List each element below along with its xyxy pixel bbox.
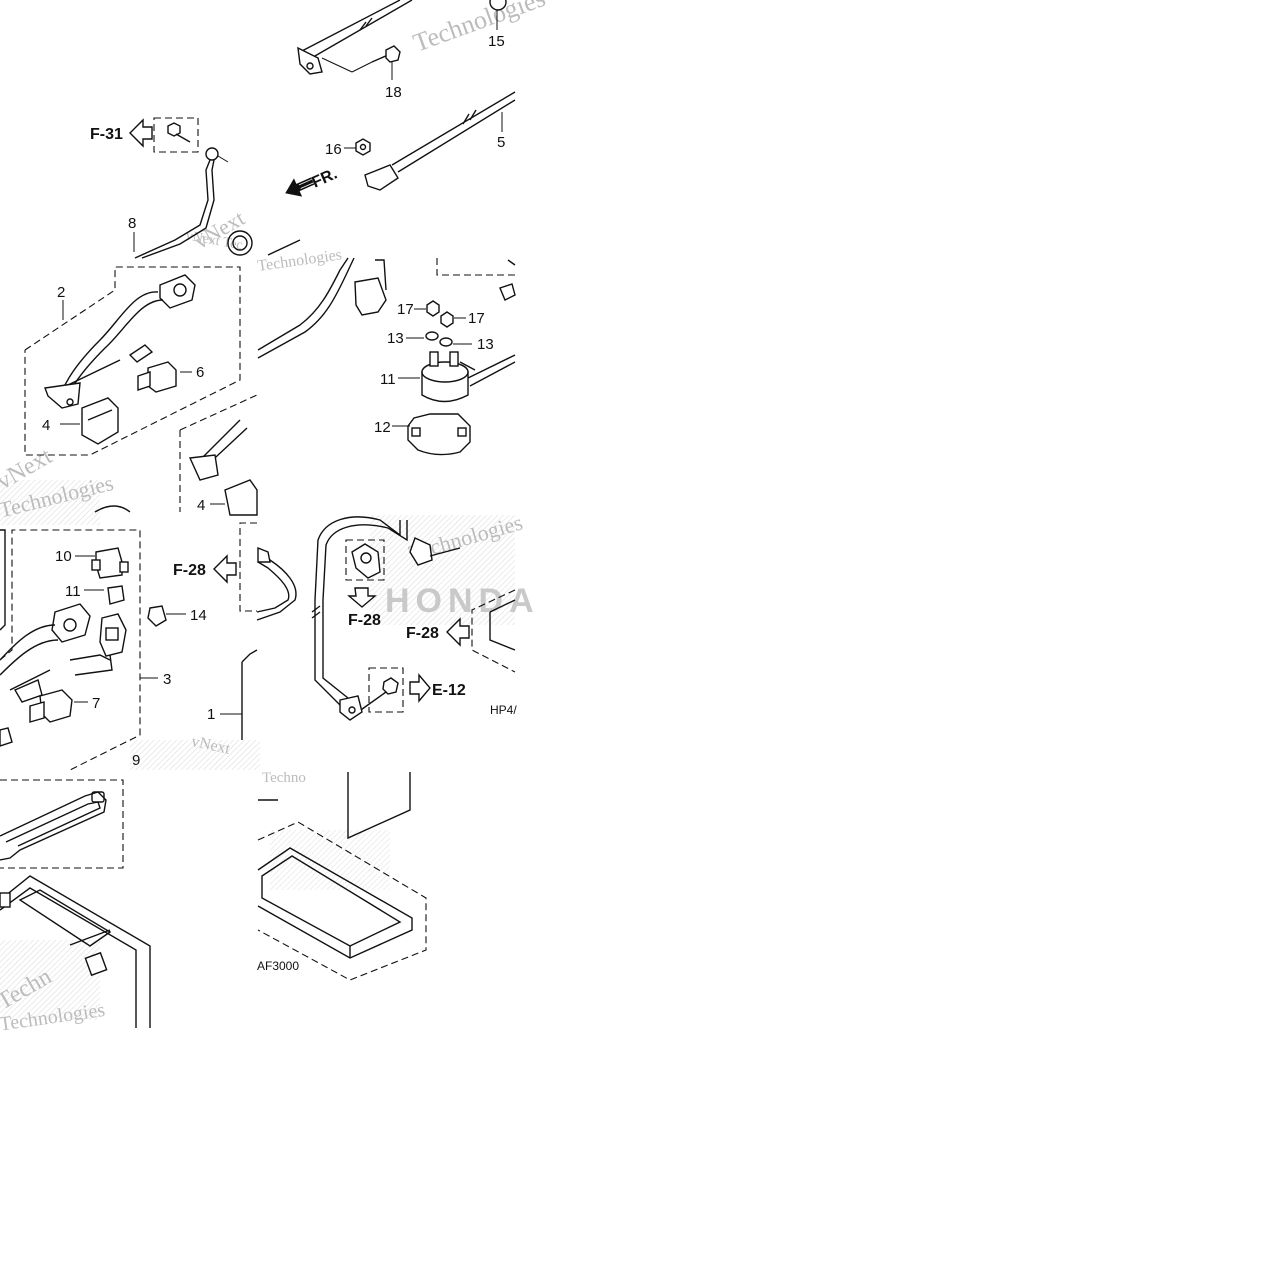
- ref-arrow-left-icon: [446, 617, 470, 647]
- tile-top-middle: 15 18 5 16 FR.: [267, 0, 516, 256]
- callout-label: 6: [196, 364, 204, 381]
- callout-label: 1: [207, 706, 215, 723]
- callout-label: 5: [497, 134, 505, 151]
- bolt-icon: [167, 122, 191, 143]
- watermark-text: Technologies: [256, 246, 343, 275]
- connector-icon: [51, 603, 91, 643]
- terminal-cover-icon: [137, 361, 177, 393]
- callout-label: 14: [190, 607, 207, 624]
- ref-arrow-right-icon: [409, 673, 431, 703]
- tile-center: 17 17 13 13 11 12: [257, 257, 516, 456]
- relay-cover-icon: [407, 413, 471, 456]
- watermark-text: Techno: [262, 770, 306, 786]
- callout-label: 4: [197, 497, 205, 514]
- bolt-icon: [357, 677, 399, 713]
- callout-label: 10: [55, 548, 72, 565]
- callout-label: 16: [325, 141, 342, 158]
- callout-label: 17: [397, 301, 414, 318]
- callout-label: 15: [488, 33, 505, 50]
- starter-relay-icon: [421, 351, 476, 403]
- terminal-cover-icon: [81, 397, 119, 445]
- tile-left-bottom: 10 11 3 7: [0, 522, 258, 771]
- ground-terminal-icon: [351, 543, 381, 579]
- callout-label: 12: [374, 419, 391, 436]
- terminal-cover-icon: [29, 689, 73, 723]
- washer-icon: [425, 331, 439, 341]
- ref-arrow-down-icon: [347, 587, 377, 608]
- direction-label: FR.: [309, 165, 339, 191]
- clip-icon: [147, 605, 167, 627]
- tile-bottom-middle: AF3000: [257, 772, 427, 981]
- ref-arrow-left-icon: [129, 118, 153, 148]
- battery-strap-icon: [0, 791, 107, 861]
- washer-icon: [439, 337, 453, 347]
- nut-icon: [426, 300, 440, 317]
- bolt-icon: [371, 45, 401, 63]
- connector-icon: [99, 613, 127, 657]
- callout-label: 13: [387, 330, 404, 347]
- nut-icon: [440, 311, 454, 328]
- connector-icon: [159, 274, 196, 309]
- ref-label: F-28: [173, 562, 206, 579]
- ref-label: F-28: [348, 612, 381, 629]
- tile-left-middle: 2 6 4 4: [24, 266, 258, 516]
- nut-icon: [355, 138, 371, 156]
- relay-icon: [91, 547, 129, 579]
- tile-top-left: F-31 8: [90, 117, 253, 259]
- callout-label: 11: [380, 371, 396, 388]
- callout-label: 13: [477, 336, 494, 353]
- fuse-icon: [107, 585, 125, 605]
- front-direction-arrow-icon: [285, 177, 315, 197]
- callout-label: 18: [385, 84, 402, 101]
- battery-tray-icon: [257, 847, 413, 959]
- drawing-code: HP4/: [490, 703, 517, 717]
- ref-label: E-12: [432, 682, 466, 699]
- callout-label: 8: [128, 215, 136, 232]
- callout-label: 7: [92, 695, 100, 712]
- ref-label: F-28: [406, 625, 439, 642]
- watermark-brand: HONDA: [385, 582, 540, 620]
- ref-label: F-31: [90, 126, 123, 143]
- callout-label: 17: [468, 310, 485, 327]
- watermark-text: Technologies: [409, 0, 549, 58]
- callout-label: 2: [57, 284, 65, 301]
- ref-arrow-left-icon: [213, 554, 237, 584]
- tile-center-bottom: F-28 F-28 E-12 HP4/: [256, 516, 517, 721]
- battery-icon: [0, 875, 151, 1028]
- callout-label: 3: [163, 671, 171, 688]
- callout-label: 9: [132, 752, 140, 769]
- tile-bottom-left: [0, 779, 151, 1028]
- callout-label: 11: [65, 583, 81, 600]
- callout-label: 4: [42, 417, 50, 434]
- drawing-code: AF3000: [257, 959, 299, 973]
